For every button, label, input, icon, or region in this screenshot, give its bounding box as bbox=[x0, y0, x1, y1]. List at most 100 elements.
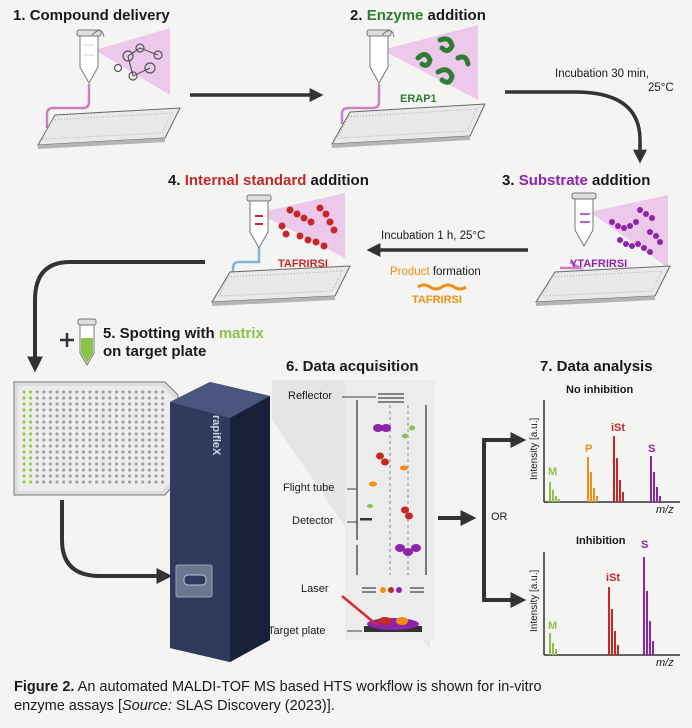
step5-number: 5. Spotting with bbox=[103, 325, 219, 342]
plate-well bbox=[121, 456, 125, 460]
plate-well bbox=[35, 414, 39, 418]
tube-icon-2 bbox=[366, 29, 395, 85]
plate-well bbox=[121, 450, 125, 454]
plate-well bbox=[62, 432, 66, 436]
substrate-label: YTAFRIRSI bbox=[570, 258, 628, 270]
plate-well bbox=[62, 444, 66, 448]
plate-well bbox=[114, 414, 118, 418]
ion-packets bbox=[367, 424, 421, 630]
plate-well bbox=[161, 450, 165, 454]
step7-title: 7. Data analysis bbox=[540, 358, 653, 375]
step4-suffix: addition bbox=[306, 172, 369, 189]
plate-well bbox=[121, 462, 125, 466]
plate-2-icon bbox=[331, 103, 486, 148]
plate-well bbox=[108, 474, 112, 478]
compound-molecules-icon bbox=[113, 43, 163, 81]
plate-well bbox=[62, 390, 66, 394]
plate-well bbox=[134, 462, 138, 466]
step4-number: 4. bbox=[168, 172, 185, 189]
plate-well bbox=[108, 438, 112, 442]
plate-well bbox=[48, 462, 53, 466]
plate-well bbox=[121, 444, 125, 448]
plate-well bbox=[29, 396, 33, 400]
plate-well bbox=[22, 432, 26, 436]
plate-well bbox=[42, 402, 46, 406]
step1-label: Compound delivery bbox=[29, 7, 170, 24]
plate-well bbox=[134, 450, 138, 454]
plate-well bbox=[42, 390, 46, 394]
plate-well bbox=[62, 450, 66, 454]
plate-well bbox=[108, 480, 112, 484]
plate-well bbox=[88, 390, 92, 394]
step2-suffix: addition bbox=[423, 7, 486, 24]
plate-well bbox=[81, 456, 85, 460]
plate-well bbox=[108, 420, 112, 424]
plate-well bbox=[29, 420, 33, 424]
plate-well bbox=[22, 450, 26, 454]
plate-4-icon bbox=[211, 265, 351, 306]
plate-well bbox=[35, 396, 39, 400]
matrix-tube-icon bbox=[77, 318, 97, 366]
spectrum-no-inhibition bbox=[543, 400, 680, 503]
plate-well bbox=[29, 402, 33, 406]
plate-well bbox=[134, 420, 138, 424]
ylabel-1-wrap: Intensity [a.u.] bbox=[529, 418, 541, 491]
plate-well bbox=[42, 444, 46, 448]
plate-well bbox=[55, 462, 59, 466]
step5-line2: on target plate bbox=[103, 343, 207, 360]
plate-well bbox=[154, 408, 158, 412]
plate-well bbox=[128, 450, 132, 454]
plate-well bbox=[128, 420, 132, 424]
plate-well bbox=[55, 396, 59, 400]
plate-well bbox=[147, 468, 151, 472]
product-name: TAFRIRSI bbox=[412, 294, 462, 306]
step3-title: 3. Substrate addition bbox=[502, 172, 650, 189]
plate-well bbox=[68, 432, 72, 436]
plate-well bbox=[114, 420, 118, 424]
plate-well bbox=[48, 432, 53, 436]
plate-well bbox=[81, 480, 85, 484]
plate-well bbox=[95, 432, 99, 436]
plate-well bbox=[48, 402, 53, 406]
plate-well bbox=[134, 468, 138, 472]
plate-well bbox=[114, 450, 118, 454]
plate-well bbox=[42, 438, 46, 442]
enzyme-molecules-icon bbox=[415, 36, 471, 85]
step5-title: 5. Spotting with matrix on target plate bbox=[103, 325, 264, 361]
plate-well bbox=[141, 474, 145, 478]
plate-well bbox=[62, 408, 66, 412]
plate-well bbox=[75, 390, 79, 394]
plate-well bbox=[81, 414, 85, 418]
plate-well bbox=[114, 390, 118, 394]
target-plate-label: Target plate bbox=[268, 625, 326, 637]
plate-well bbox=[108, 408, 112, 412]
plate-well bbox=[141, 462, 145, 466]
plate-well bbox=[55, 426, 59, 430]
plate-well bbox=[114, 438, 118, 442]
product-highlight: Product bbox=[390, 266, 430, 278]
plate-well bbox=[62, 414, 66, 418]
y-axis-label-2: Intensity [a.u.] bbox=[529, 569, 540, 632]
plate-well bbox=[62, 480, 66, 484]
plate-well bbox=[141, 402, 145, 406]
plate-well bbox=[48, 438, 53, 442]
plate-well bbox=[62, 426, 66, 430]
plate-well bbox=[154, 402, 158, 406]
plate-well bbox=[55, 402, 59, 406]
plate-well bbox=[114, 468, 118, 472]
plate-well bbox=[88, 432, 92, 436]
plate-well bbox=[48, 456, 53, 460]
plate-well bbox=[161, 432, 165, 436]
plate-well bbox=[147, 408, 151, 412]
plate-well bbox=[35, 420, 39, 424]
laser-label: Laser bbox=[301, 583, 329, 595]
plate-well bbox=[29, 450, 33, 454]
plate-well bbox=[22, 408, 26, 412]
plate-well bbox=[29, 432, 33, 436]
reflector-label: Reflector bbox=[288, 390, 333, 402]
plate-well bbox=[22, 414, 26, 418]
plate-well bbox=[81, 408, 85, 412]
plate-well bbox=[22, 456, 26, 460]
plate-well bbox=[88, 462, 92, 466]
plate-well bbox=[42, 480, 46, 484]
